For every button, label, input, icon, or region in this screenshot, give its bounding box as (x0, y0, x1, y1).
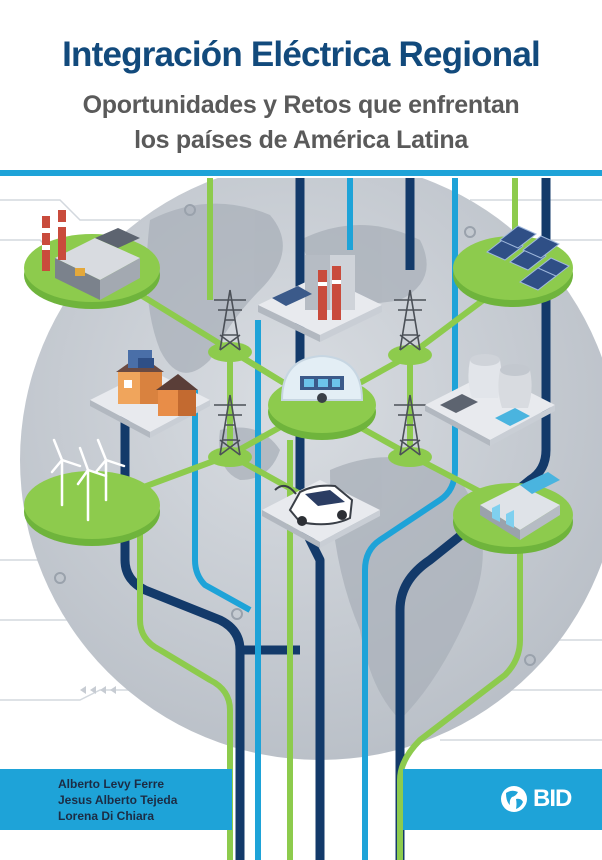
solar-panels-icon (453, 225, 573, 307)
electric-car-icon (262, 480, 380, 548)
factory-icon (24, 210, 160, 309)
author-list: Alberto Levy Ferre Jesus Alberto Tejeda … (58, 776, 177, 824)
control-center-icon (268, 354, 376, 440)
authors-band (0, 769, 232, 830)
publisher-logo: BID (500, 785, 590, 813)
wind-turbines-icon (24, 438, 160, 546)
houses-icon (90, 350, 210, 438)
cover-header: Integración Eléctrica Regional Oportunid… (0, 0, 602, 178)
header-rule (0, 170, 602, 176)
subtitle-line-2: los países de América Latina (134, 126, 468, 154)
circuit-nodes (54, 204, 536, 666)
author-name: Jesus Alberto Tejeda (58, 793, 178, 807)
subtitle-line-1: Oportunidades y Retos que enfrentan (82, 91, 520, 119)
author-name: Alberto Levy Ferre (58, 777, 165, 791)
cover-title: Integración Eléctrica Regional (62, 35, 541, 74)
bid-globe-icon (501, 786, 527, 812)
junction-nodes (208, 342, 432, 467)
transmission-tower-icon (214, 289, 426, 456)
cover-illustration (0, 176, 602, 860)
author-name: Lorena Di Chiara (58, 809, 155, 823)
hydro-dam-icon (453, 472, 573, 554)
bid-logo-text: BID (533, 785, 572, 812)
nuclear-plant-icon (425, 354, 555, 446)
power-plant-icon (258, 255, 382, 342)
cover-subtitle: Oportunidades y Retos que enfrentan los … (0, 88, 602, 158)
